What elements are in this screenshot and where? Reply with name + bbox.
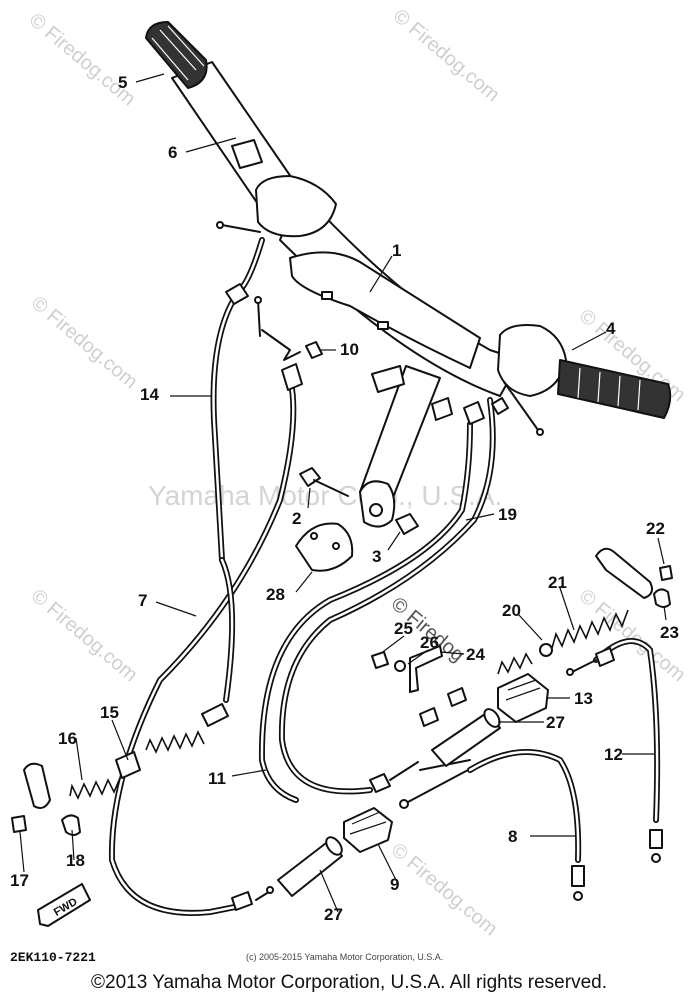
boot-27-lower [277,836,343,897]
callout-4: 4 [606,319,616,338]
callout-26: 26 [420,633,439,652]
callout-19: 19 [498,505,517,524]
callout-21: 21 [548,573,567,592]
watermark-text: © Firedog.com [27,292,142,393]
steering-stem [299,365,453,535]
callout-labels: 5 6 1 4 10 14 2 3 19 22 28 21 7 20 23 25… [10,73,679,924]
callout-12: 12 [604,745,623,764]
footer-copyright: ©2013 Yamaha Motor Corporation, U.S.A. A… [91,972,607,993]
cables [108,237,661,916]
small-bracket [371,645,443,693]
callout-15: 15 [100,703,119,722]
leader-lines [19,73,667,913]
callout-25: 25 [394,619,413,638]
diagram-part-code: 2EK110-7221 [10,950,96,965]
boot-27-upper [431,708,501,767]
left-grip [145,21,208,89]
callout-20: 20 [502,601,521,620]
callout-10: 10 [340,340,359,359]
callout-28: 28 [266,585,285,604]
callout-14: 14 [140,385,159,404]
bracket-bolt [254,296,323,361]
callout-18: 18 [66,851,85,870]
watermark-layer: © Firedog.com © Firedog.com © Firedog.co… [25,5,690,940]
junction-block-13 [497,673,549,723]
fwd-arrow-icon: FWD [37,883,91,927]
left-switch-housing [216,139,337,238]
callout-1: 1 [392,241,401,260]
callout-16: 16 [58,729,77,748]
springs [69,609,629,800]
callout-13: 13 [574,689,593,708]
callout-5: 5 [118,73,127,92]
callout-27-lower: 27 [324,905,343,924]
lever-left [11,762,81,836]
handlebar [171,61,521,397]
clamp-block [295,522,354,572]
watermark-text: © Firedog.com [27,585,142,686]
callout-22: 22 [646,519,665,538]
watermark-text: © Firedog.com [387,839,502,940]
callout-27-upper: 27 [546,713,565,732]
callout-24: 24 [466,645,485,664]
right-grip [497,324,672,436]
junction-block-9 [343,807,393,853]
cable-ends [201,283,663,911]
lever-arm [595,547,673,608]
callout-8: 8 [508,827,517,846]
callout-2: 2 [292,509,301,528]
watermark-text: © Firedog.com [25,9,140,110]
callout-3: 3 [372,547,381,566]
callout-9: 9 [390,875,399,894]
callout-17: 17 [10,871,29,890]
diagram-small-copyright: (c) 2005-2015 Yamaha Motor Corporation, … [246,952,444,962]
callout-7: 7 [138,591,147,610]
callout-23: 23 [660,623,679,642]
callout-6: 6 [168,143,177,162]
watermark-text: © Firedog.com [389,5,504,106]
callout-11: 11 [208,769,226,788]
